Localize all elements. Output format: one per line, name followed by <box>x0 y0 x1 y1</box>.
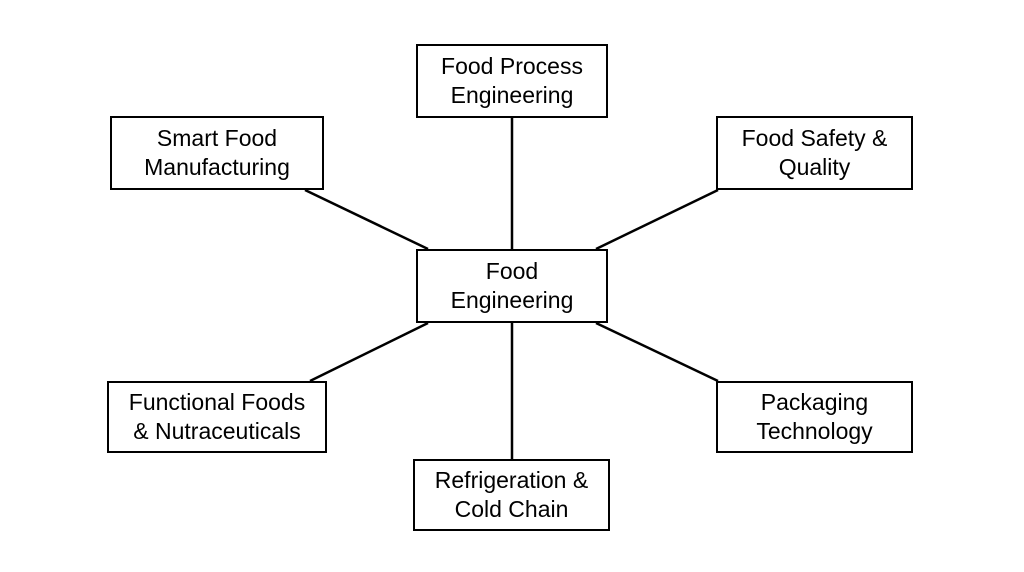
node-label-line-1: Refrigeration & <box>434 467 589 493</box>
node-refrigeration-cold-chain: Refrigeration & Cold Chain <box>413 459 610 531</box>
node-smart-food-manufacturing: Smart Food Manufacturing <box>110 116 324 190</box>
node-label-line-1: Packaging <box>760 389 869 415</box>
edge-center-to-packaging-technology <box>595 321 719 383</box>
edge-center-to-smart-food-manufacturing <box>304 188 429 251</box>
node-label-line-1: Food Process <box>441 53 583 79</box>
node-packaging-technology: Packaging Technology <box>716 381 913 453</box>
node-label-line-2: & Nutraceuticals <box>133 418 301 444</box>
node-food-process-engineering: Food Process Engineering <box>416 44 608 118</box>
node-label-line-1: Food <box>485 258 539 284</box>
edge-center-to-food-safety-quality <box>595 188 719 251</box>
node-food-engineering-center: Food Engineering <box>416 249 608 323</box>
node-functional-foods-nutraceuticals: Functional Foods & Nutraceuticals <box>107 381 327 453</box>
node-label-line-2: Manufacturing <box>144 154 290 180</box>
node-label-line-1: Food Safety & <box>741 125 888 151</box>
node-label-line-1: Functional Foods <box>128 389 306 415</box>
edge-center-to-functional-foods-nutraceuticals <box>309 321 429 383</box>
node-label-line-1: Smart Food <box>156 125 278 151</box>
node-label-line-2: Technology <box>756 418 873 444</box>
node-label-line-2: Engineering <box>450 82 574 108</box>
node-food-safety-quality: Food Safety & Quality <box>716 116 913 190</box>
node-label-line-2: Quality <box>778 154 851 180</box>
node-label-line-2: Engineering <box>450 287 574 313</box>
node-label-line-2: Cold Chain <box>454 496 569 522</box>
